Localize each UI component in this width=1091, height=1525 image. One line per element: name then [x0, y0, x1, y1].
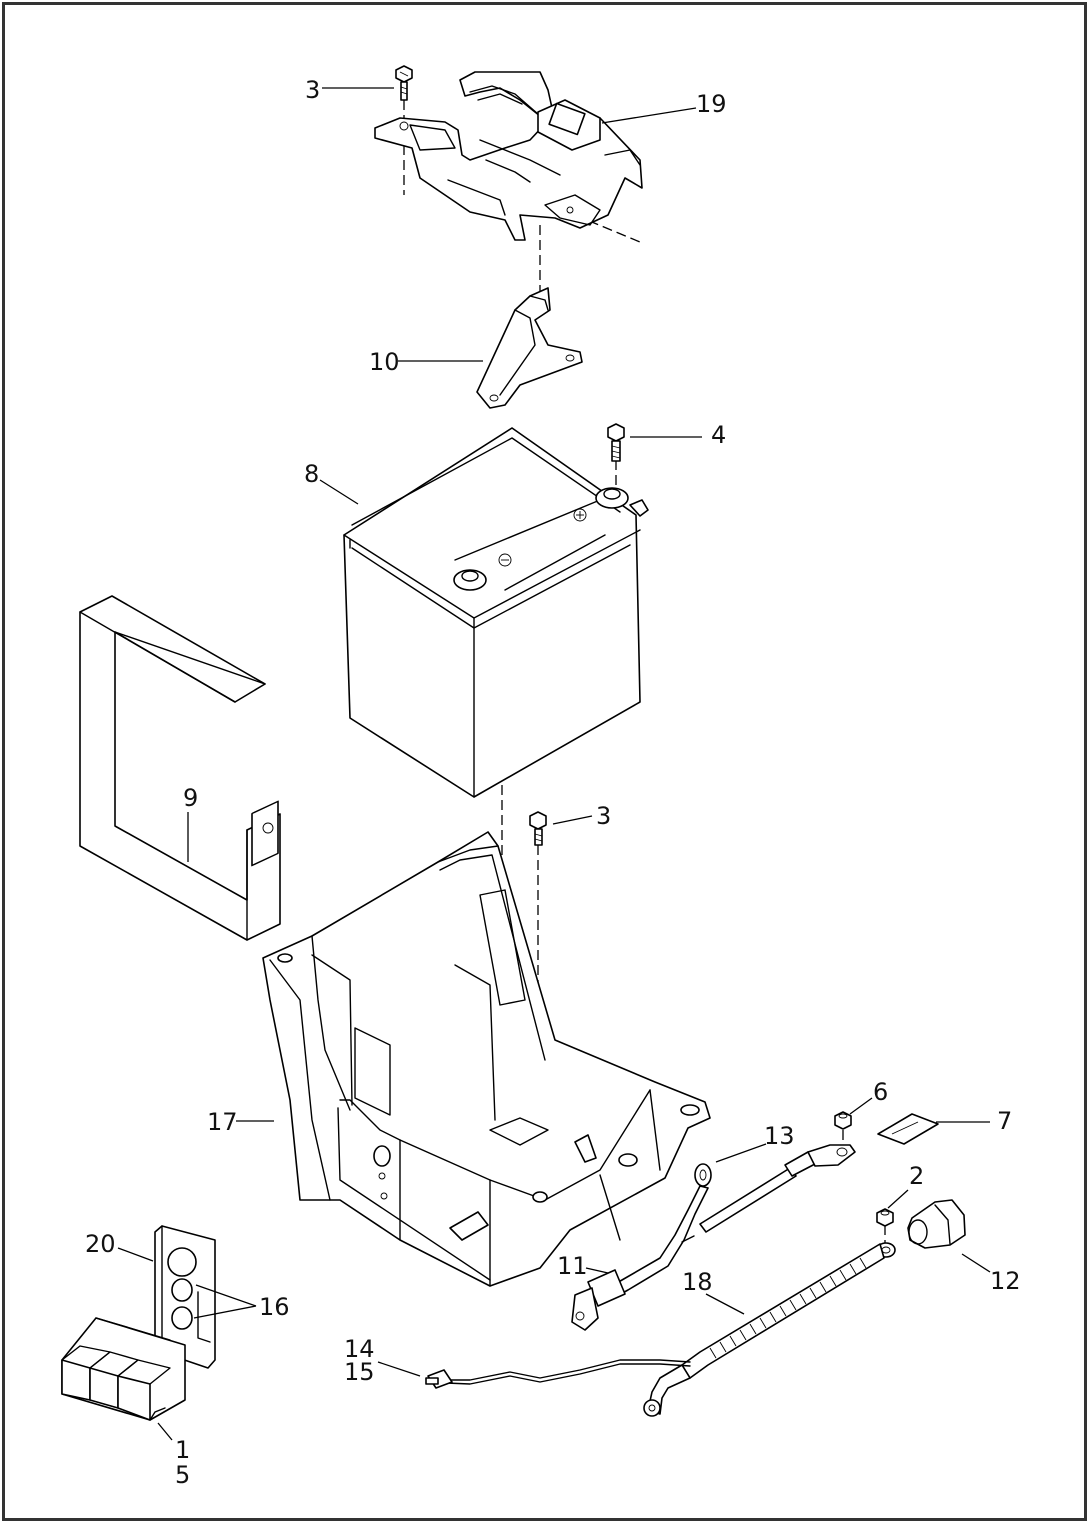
callout-13: 13	[764, 1122, 795, 1150]
callout-15: 15	[344, 1358, 375, 1386]
callout-6: 6	[873, 1078, 888, 1106]
callout-20: 20	[85, 1230, 116, 1258]
callout-8: 8	[304, 460, 319, 488]
terminal-cover-12	[907, 1199, 966, 1249]
callout-4: 4	[711, 421, 726, 449]
hold-down-strap-9	[79, 595, 281, 941]
screw-3-lower	[529, 811, 547, 846]
nut-2	[876, 1208, 894, 1227]
callout-1: 1	[175, 1436, 190, 1464]
label-7	[877, 1113, 939, 1145]
cable-18	[643, 1242, 896, 1417]
callout-17: 17	[207, 1108, 238, 1136]
callout-labels: 3 19 10 4 8 9 3 17 6 7 13 2 20 16 11 18 …	[85, 76, 1021, 1489]
bracket-10	[476, 287, 583, 409]
screw-3-top	[395, 65, 413, 101]
callout-12: 12	[990, 1267, 1021, 1295]
callout-10: 10	[369, 348, 400, 376]
callout-3-top: 3	[305, 76, 320, 104]
battery-8	[343, 427, 649, 798]
callout-7: 7	[997, 1107, 1012, 1135]
nut-6	[834, 1111, 852, 1130]
battery-tray-bracket-19	[374, 71, 643, 241]
relay-1-5	[61, 1317, 186, 1421]
callout-11: 11	[557, 1252, 588, 1280]
callout-9: 9	[183, 784, 198, 812]
battery-tray-17	[262, 831, 711, 1287]
callout-2: 2	[909, 1162, 924, 1190]
callout-19: 19	[696, 90, 727, 118]
fuse-holder-20	[154, 1225, 216, 1369]
cable-11	[571, 1163, 712, 1331]
callout-5: 5	[175, 1461, 190, 1489]
callout-18: 18	[682, 1268, 713, 1296]
harness-14-15	[425, 1359, 691, 1389]
leader-lines	[117, 87, 991, 1441]
callout-3-lower: 3	[596, 802, 611, 830]
callout-14: 14	[344, 1335, 375, 1363]
callout-16: 16	[259, 1293, 290, 1321]
screw-4	[607, 423, 625, 462]
cable-13	[699, 1144, 856, 1233]
